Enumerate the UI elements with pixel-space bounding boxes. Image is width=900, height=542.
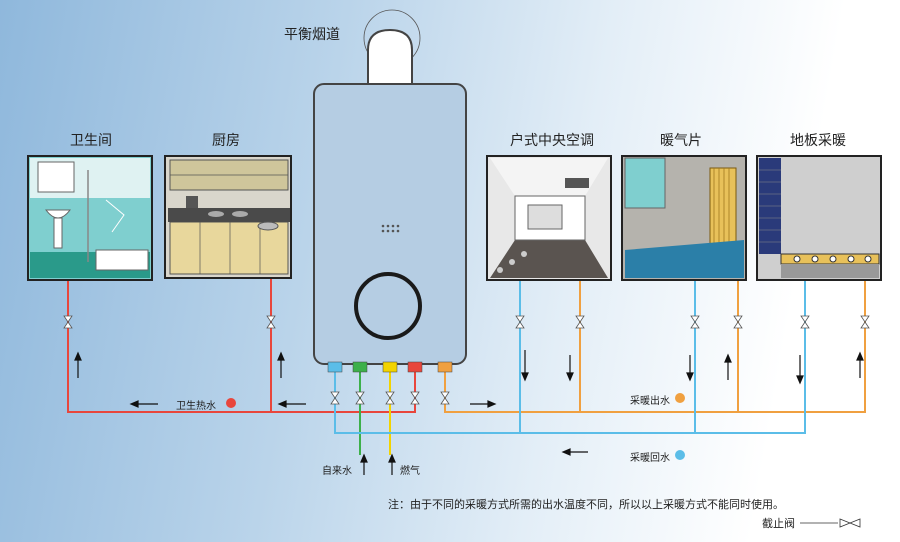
footnote: 注：由于不同的采暖方式所需的出水温度不同，所以以上采暖方式不能同时使用。 [388, 498, 784, 511]
tap-water-label: 自来水 [322, 466, 352, 477]
port-gas [382, 361, 398, 373]
heating-supply-dot [675, 393, 685, 403]
floor-heating-title: 地板采暖 [790, 133, 846, 149]
central-ac-panel [486, 155, 612, 281]
hot-water-pipe [67, 265, 416, 413]
radiator-title: 暖气片 [660, 133, 702, 149]
kitchen-panel [164, 155, 292, 279]
bathroom-panel [27, 155, 153, 281]
heating-supply-label: 采暖出水 [630, 396, 670, 407]
valve-legend-icon [839, 518, 861, 528]
floor-heating-panel [756, 155, 882, 281]
flue-label: 平衡烟道 [284, 27, 340, 43]
heating-return-label: 采暖回水 [630, 453, 670, 464]
indicator-dots [381, 224, 400, 233]
radiator-panel [621, 155, 747, 281]
hot-water-dot [226, 398, 236, 408]
flue-chimney [367, 28, 413, 85]
valve-legend-label: 截止阀 [762, 517, 795, 530]
hot-water-label: 卫生热水 [176, 401, 216, 412]
kitchen-title: 厨房 [212, 133, 240, 149]
boiler [313, 9, 467, 373]
port-supply [437, 361, 453, 373]
heating-return-dot [675, 450, 685, 460]
control-knob [354, 272, 422, 340]
port-hot-water [407, 361, 423, 373]
port-return [327, 361, 343, 373]
port-tap-water [352, 361, 368, 373]
bathroom-title: 卫生间 [70, 133, 112, 149]
heating-supply-pipe [444, 265, 866, 413]
flow-arrows [74, 350, 864, 475]
central-ac-title: 户式中央空调 [510, 133, 594, 149]
gas-label: 燃气 [400, 466, 420, 477]
